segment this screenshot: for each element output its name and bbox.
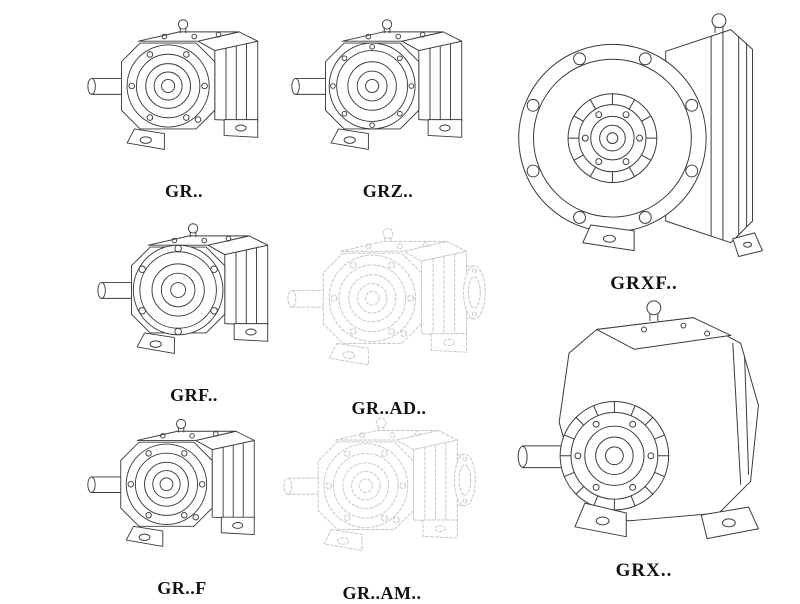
figure-grf: GRF.. <box>96 206 292 406</box>
gear-unit-drawing-gr-am <box>282 400 482 581</box>
figure-grx: GRX.. <box>496 292 792 582</box>
label-grx: GRX.. <box>615 560 673 582</box>
figure-grz: GRZ.. <box>290 2 486 202</box>
gear-unit-drawing-grx <box>496 292 792 558</box>
label-grf: GRF.. <box>170 385 218 406</box>
figure-gr-am: GR..AM.. <box>282 400 482 604</box>
label-gr: GR.. <box>165 181 203 202</box>
label-grxf: GRXF.. <box>610 273 678 295</box>
label-gr-ad: GR..AD.. <box>351 398 427 419</box>
gear-unit-drawing-grf <box>96 206 292 383</box>
gear-unit-drawing-gr <box>86 2 282 179</box>
figure-gr: GR.. <box>86 2 282 202</box>
gear-unit-drawing-gr-f <box>86 402 278 576</box>
gear-unit-drawing-gr-ad <box>286 210 492 396</box>
label-gr-f: GR..F <box>157 577 207 598</box>
figure-grxf: GRXF.. <box>496 0 792 295</box>
figure-gr-ad: GR..AD.. <box>286 210 492 419</box>
label-grz: GRZ.. <box>362 181 414 202</box>
figure-gr-f: GR..F <box>86 402 278 599</box>
label-gr-am: GR..AM.. <box>342 582 422 603</box>
gear-unit-drawing-grxf <box>496 0 792 271</box>
gear-unit-drawing-grz <box>290 2 486 179</box>
